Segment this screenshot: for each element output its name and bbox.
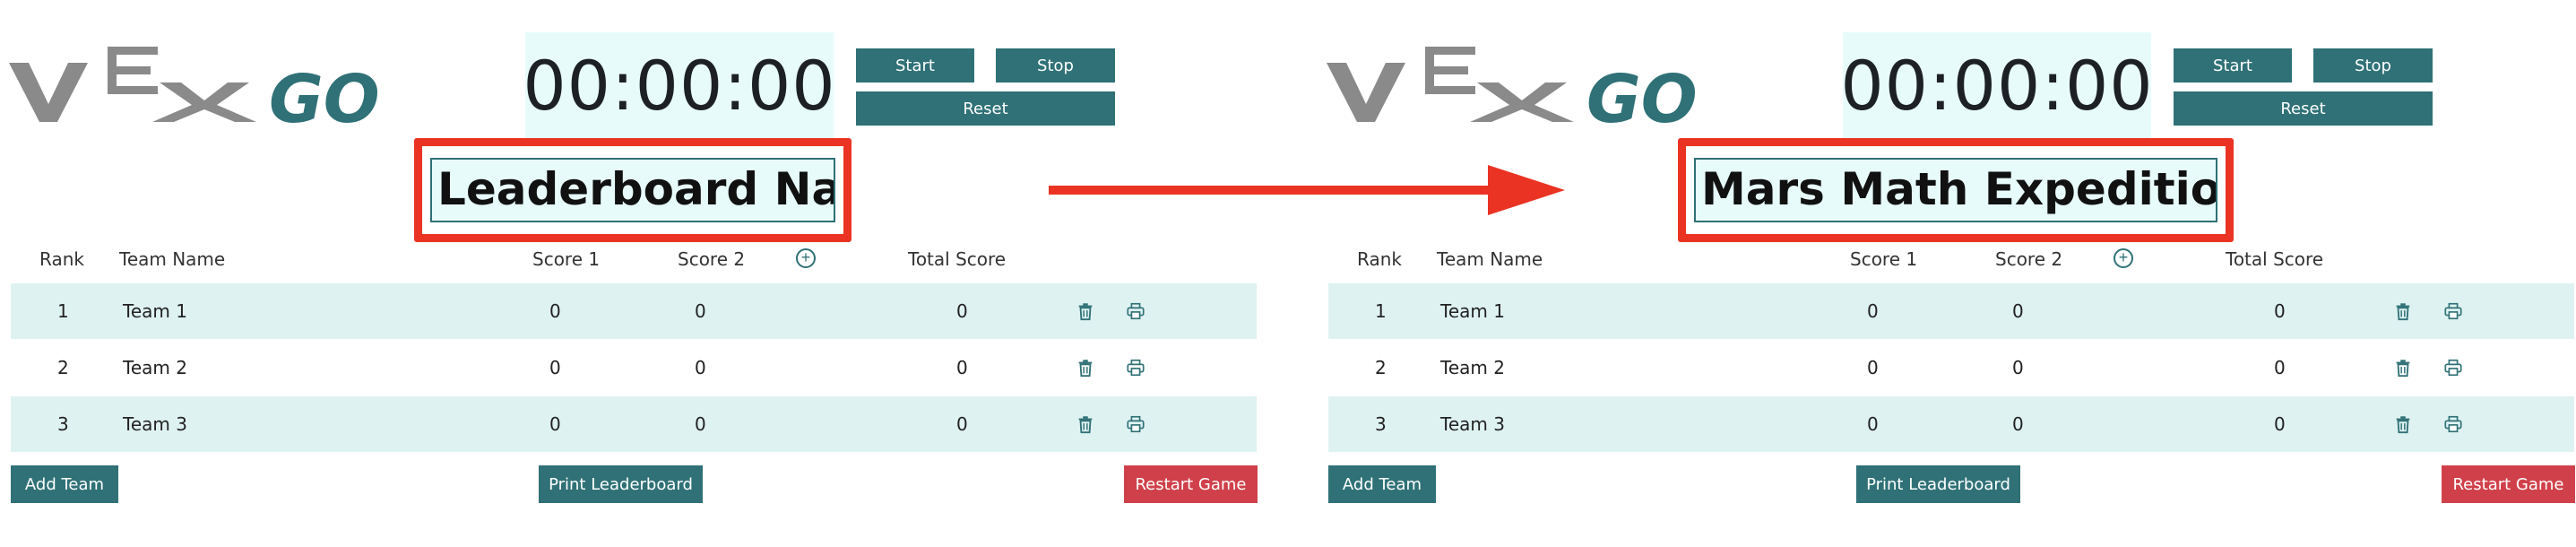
trash-icon[interactable] — [2393, 301, 2413, 321]
team-name-cell[interactable]: Team 2 — [123, 357, 187, 378]
leaderboard-name-input[interactable]: Leaderboard Nam — [430, 158, 835, 222]
reset-button[interactable]: Reset — [2174, 91, 2433, 126]
printer-icon[interactable] — [1126, 358, 1145, 378]
trash-icon[interactable] — [1076, 301, 1095, 321]
score-1-cell[interactable]: 0 — [1867, 300, 1879, 322]
header-rank: Rank — [1357, 248, 1402, 270]
team-name-cell[interactable]: Team 2 — [1440, 357, 1505, 378]
rank-cell: 1 — [1375, 300, 1387, 322]
panel-after: 00:00:00 Start Stop Reset Mars Math Expe… — [1318, 0, 2576, 547]
printer-icon[interactable] — [1126, 414, 1145, 434]
vex-go-logo — [9, 47, 411, 129]
header-score-1: Score 1 — [1850, 248, 1918, 270]
rank-cell: 3 — [57, 413, 69, 435]
rank-cell: 2 — [57, 357, 69, 378]
score-1-cell[interactable]: 0 — [549, 357, 561, 378]
leaderboard-name-text: Leaderboard Nam — [437, 163, 834, 215]
stop-button[interactable]: Stop — [2313, 48, 2433, 82]
total-score-cell: 0 — [956, 357, 968, 378]
trash-icon[interactable] — [2393, 358, 2413, 378]
total-score-cell: 0 — [956, 300, 968, 322]
highlight-box — [1678, 138, 2234, 242]
score-2-cell[interactable]: 0 — [695, 413, 706, 435]
start-button[interactable]: Start — [856, 48, 974, 82]
total-score-cell: 0 — [956, 413, 968, 435]
vex-go-logo — [1327, 47, 1728, 129]
total-score-cell: 0 — [2274, 300, 2286, 322]
table-row: 1 Team 1 0 0 0 — [11, 283, 1257, 339]
printer-icon[interactable] — [2443, 301, 2463, 321]
restart-game-button[interactable]: Restart Game — [2442, 465, 2575, 503]
score-1-cell[interactable]: 0 — [549, 413, 561, 435]
table-row: 3 Team 3 0 0 0 — [1328, 396, 2574, 452]
reset-button[interactable]: Reset — [856, 91, 1115, 126]
arrow-right-icon — [1049, 165, 1565, 215]
start-button[interactable]: Start — [2174, 48, 2292, 82]
header-team-name: Team Name — [119, 248, 226, 270]
rank-cell: 1 — [57, 300, 69, 322]
table-row: 1 Team 1 0 0 0 — [1328, 283, 2574, 339]
print-leaderboard-button[interactable]: Print Leaderboard — [1856, 465, 2020, 503]
highlight-box — [414, 138, 851, 242]
leaderboard-name-input[interactable]: Mars Math Expedition — [1694, 158, 2217, 222]
add-team-button[interactable]: Add Team — [1328, 465, 1436, 503]
team-name-cell[interactable]: Team 1 — [123, 300, 187, 322]
rank-cell: 3 — [1375, 413, 1387, 435]
add-team-button[interactable]: Add Team — [11, 465, 118, 503]
header-score-2: Score 2 — [678, 248, 746, 270]
restart-game-button[interactable]: Restart Game — [1124, 465, 1258, 503]
table-row: 2 Team 2 0 0 0 — [1328, 340, 2574, 395]
printer-icon[interactable] — [2443, 358, 2463, 378]
score-1-cell[interactable]: 0 — [549, 300, 561, 322]
header-rank: Rank — [39, 248, 84, 270]
score-2-cell[interactable]: 0 — [2012, 413, 2024, 435]
table-row: 2 Team 2 0 0 0 — [11, 340, 1257, 395]
rank-cell: 2 — [1375, 357, 1387, 378]
print-leaderboard-button[interactable]: Print Leaderboard — [539, 465, 703, 503]
trash-icon[interactable] — [1076, 414, 1095, 434]
leaderboard-name-text: Mars Math Expedition — [1701, 163, 2217, 215]
panel-before: 00:00:00 Start Stop Reset Leaderboard Na… — [0, 0, 1262, 547]
score-2-cell[interactable]: 0 — [695, 300, 706, 322]
team-name-cell[interactable]: Team 1 — [1440, 300, 1505, 322]
score-2-cell[interactable]: 0 — [695, 357, 706, 378]
trash-icon[interactable] — [2393, 414, 2413, 434]
score-1-cell[interactable]: 0 — [1867, 357, 1879, 378]
total-score-cell: 0 — [2274, 413, 2286, 435]
score-2-cell[interactable]: 0 — [2012, 357, 2024, 378]
header-team-name: Team Name — [1437, 248, 1543, 270]
total-score-cell: 0 — [2274, 357, 2286, 378]
header-total-score: Total Score — [908, 248, 1007, 270]
add-column-icon[interactable]: + — [2114, 248, 2133, 268]
score-1-cell[interactable]: 0 — [1867, 413, 1879, 435]
score-2-cell[interactable]: 0 — [2012, 300, 2024, 322]
printer-icon[interactable] — [1126, 301, 1145, 321]
table-row: 3 Team 3 0 0 0 — [11, 396, 1257, 452]
team-name-cell[interactable]: Team 3 — [123, 413, 187, 435]
header-score-1: Score 1 — [532, 248, 601, 270]
header-total-score: Total Score — [2226, 248, 2324, 270]
header-score-2: Score 2 — [1995, 248, 2063, 270]
stop-button[interactable]: Stop — [996, 48, 1115, 82]
timer-display: 00:00:00 — [1840, 32, 2153, 138]
timer-display: 00:00:00 — [523, 32, 835, 138]
team-name-cell[interactable]: Team 3 — [1440, 413, 1505, 435]
add-column-icon[interactable]: + — [796, 248, 816, 268]
trash-icon[interactable] — [1076, 358, 1095, 378]
printer-icon[interactable] — [2443, 414, 2463, 434]
